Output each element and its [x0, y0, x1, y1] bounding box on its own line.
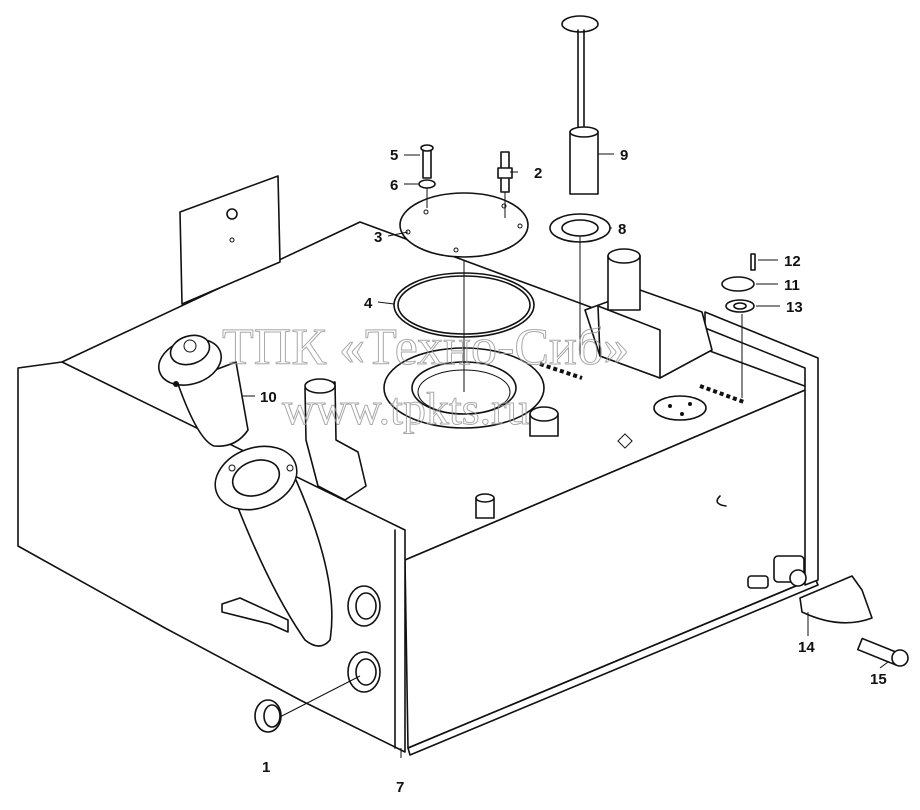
callout-5: 5 [390, 147, 398, 164]
sender-flange-assembly [383, 144, 545, 429]
callout-9: 9 [620, 147, 628, 164]
fuel-tank-body [17, 175, 819, 756]
suction-tube-assembly [529, 15, 611, 437]
tank-left-end-plate [17, 361, 406, 753]
callout-10: 10 [260, 389, 277, 406]
leader-lines [242, 153, 889, 758]
callout-7: 7 [396, 779, 404, 796]
callout-6: 6 [390, 177, 398, 194]
callout-12: 12 [784, 253, 801, 270]
callout-2: 2 [534, 165, 542, 182]
level-sender-housing [584, 248, 713, 379]
breather-pipe-left [304, 378, 367, 501]
small-cover-assembly [653, 253, 756, 421]
left-handle [221, 597, 289, 633]
filler-neck-assembly [158, 334, 333, 647]
callout-1: 1 [262, 759, 270, 776]
callout-4: 4 [364, 295, 373, 312]
callout-labels: 1 2 3 4 5 6 7 8 9 10 11 12 13 14 15 [260, 147, 887, 796]
cover-plate-3 [399, 192, 529, 258]
grommet-holes [347, 585, 381, 693]
watermark-line2: www.tpkts.ru [282, 383, 529, 434]
callout-15: 15 [870, 671, 887, 688]
callout-8: 8 [618, 221, 626, 238]
drain-valve-clamp [747, 555, 909, 667]
top-boss [475, 493, 495, 519]
watermark-line1: ТПК «Техно-Сиб» [222, 319, 629, 376]
callout-13: 13 [786, 299, 803, 316]
callout-3: 3 [374, 229, 382, 246]
callout-11: 11 [784, 277, 800, 294]
callout-14: 14 [798, 639, 815, 656]
watermark: ТПК «Техно-Сиб» www.tpkts.ru [222, 319, 630, 435]
plug-1 [254, 699, 282, 733]
